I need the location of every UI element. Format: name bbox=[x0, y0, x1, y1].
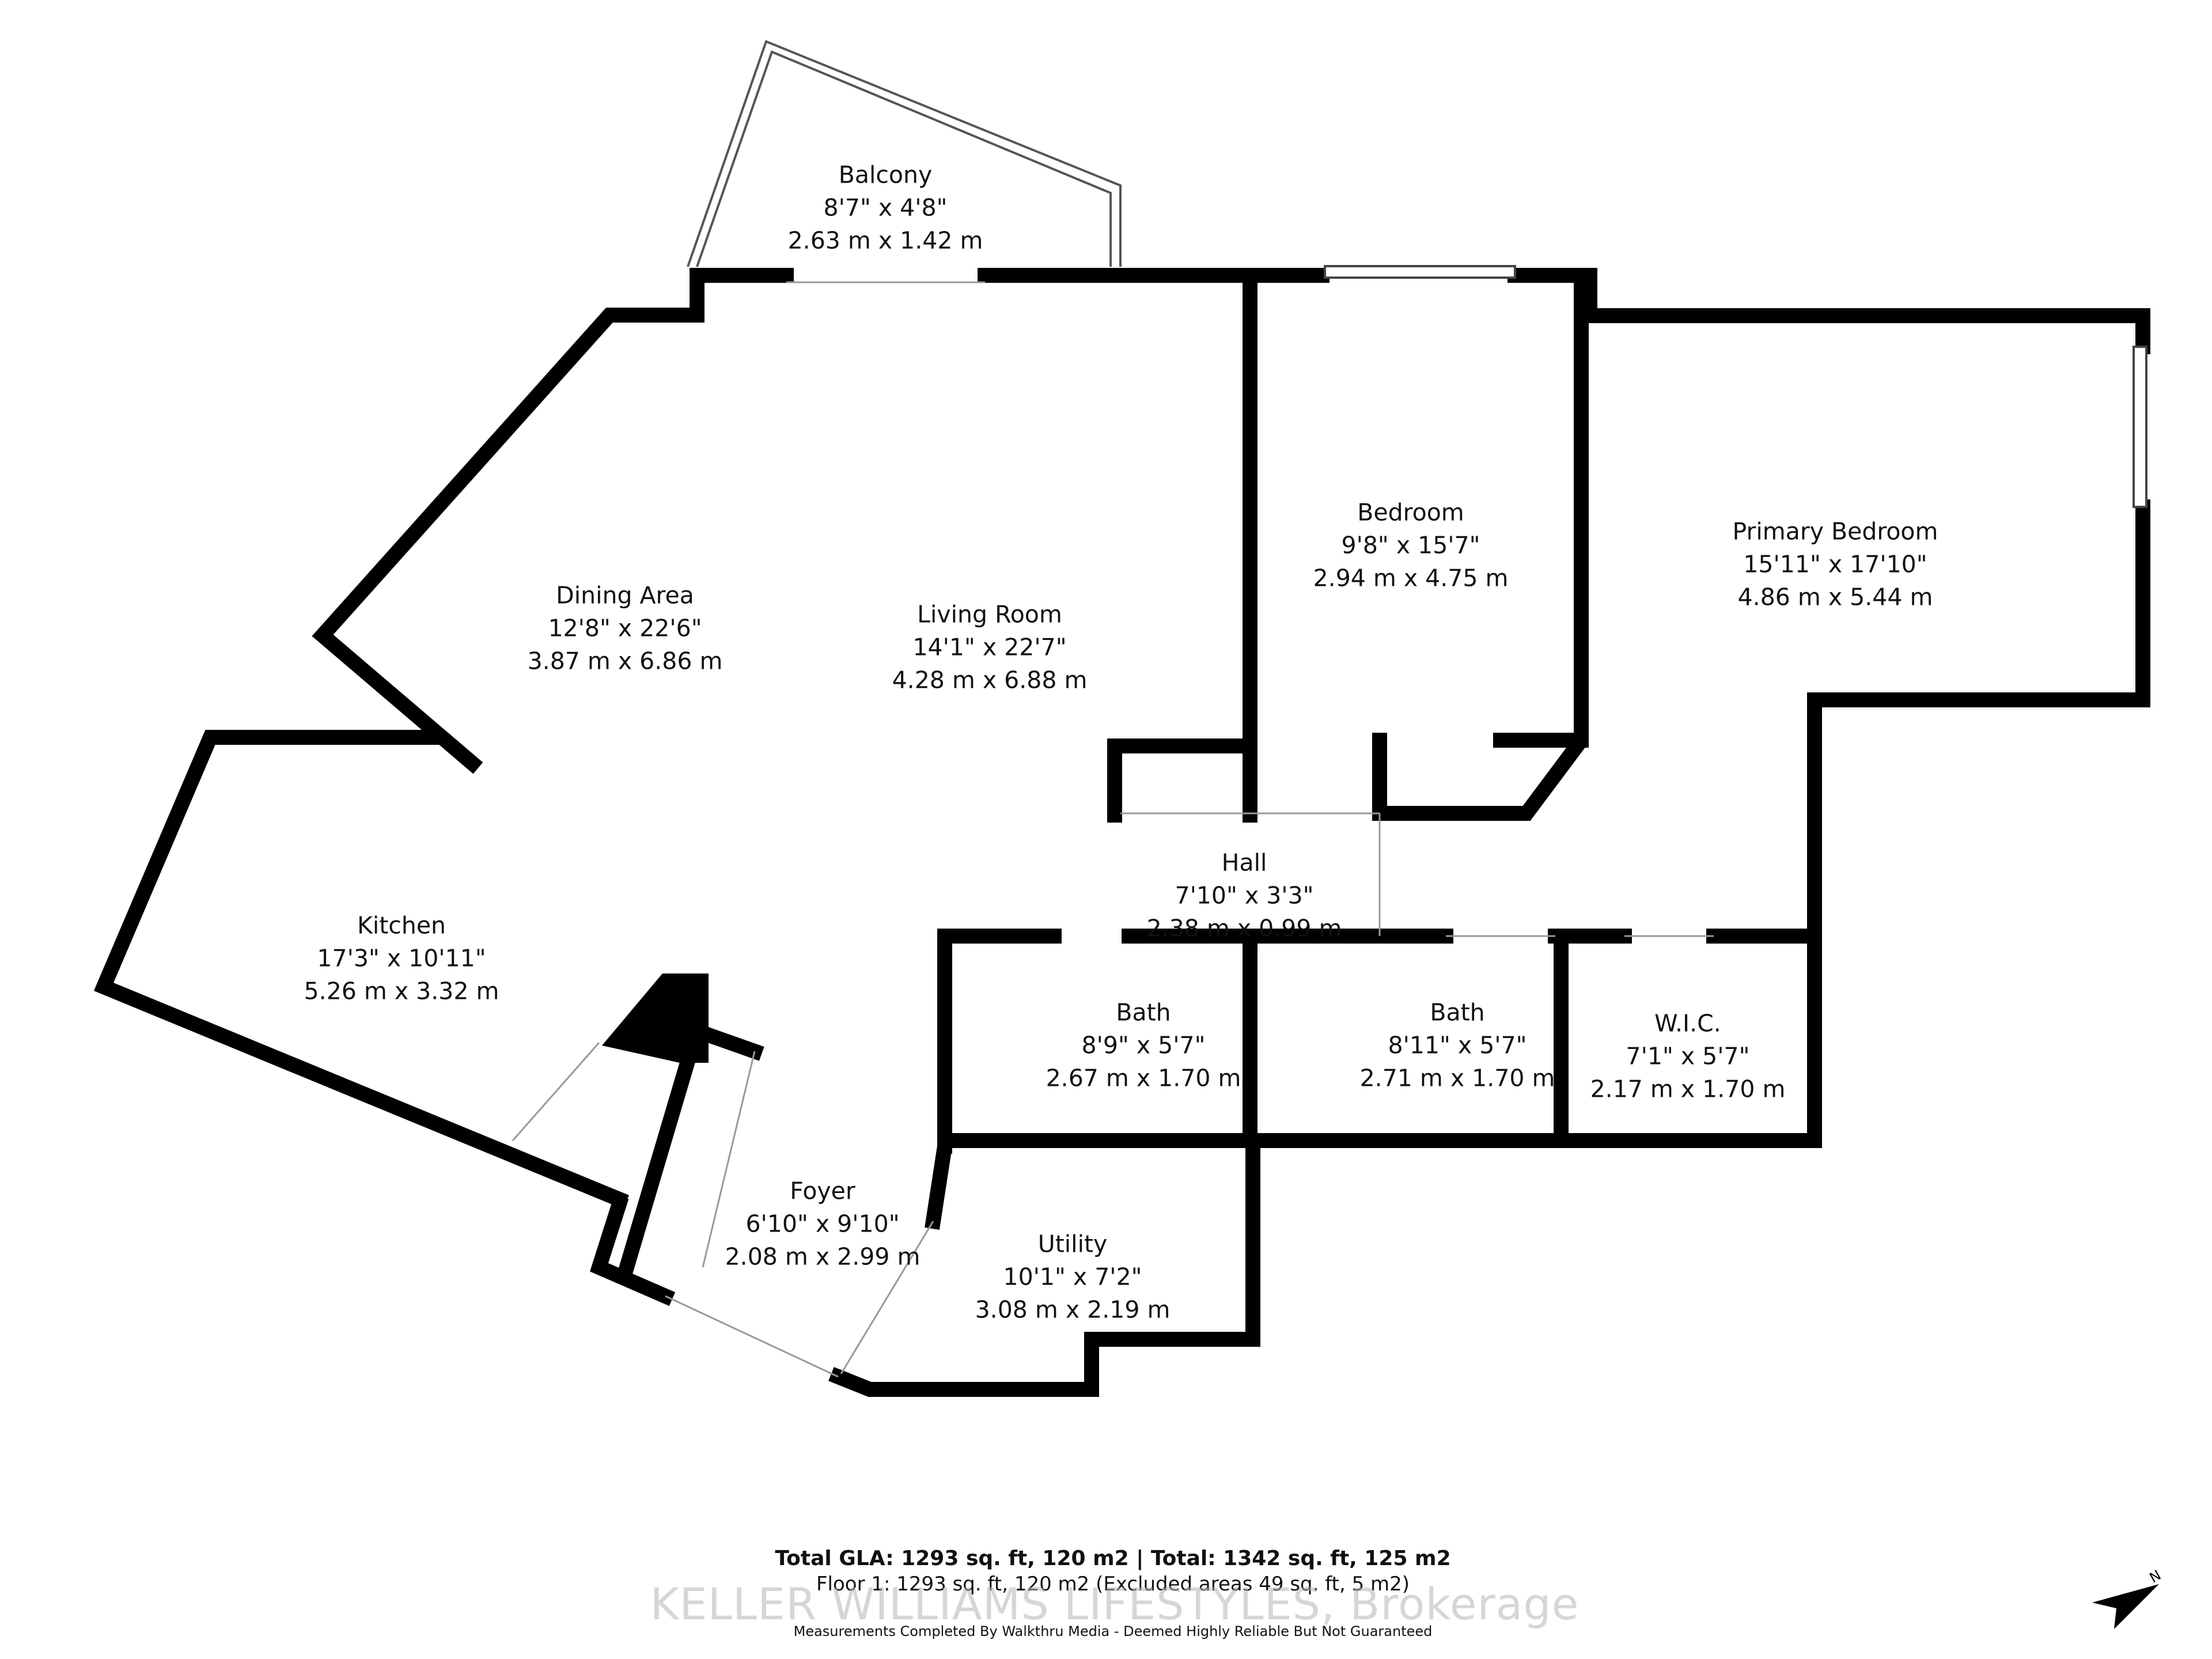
room-size-metric: 3.08 m x 2.19 m bbox=[975, 1296, 1171, 1324]
north-arrow-icon: N bbox=[2092, 1567, 2164, 1629]
room-name: Kitchen bbox=[357, 911, 446, 940]
room-size-imperial: 7'10" x 3'3" bbox=[1175, 881, 1314, 910]
windows-and-openings bbox=[512, 265, 2147, 1378]
room-size-metric: 4.86 m x 5.44 m bbox=[1737, 583, 1933, 611]
balcony-railing bbox=[687, 40, 1122, 267]
room-size-metric: 2.63 m x 1.42 m bbox=[787, 226, 983, 255]
room-size-imperial: 8'7" x 4'8" bbox=[823, 194, 948, 222]
room-label-living-room: Living Room 14'1" x 22'7" 4.28 m x 6.88 … bbox=[892, 599, 1088, 697]
room-size-imperial: 6'10" x 9'10" bbox=[745, 1210, 900, 1238]
room-size-imperial: 17'3" x 10'11" bbox=[317, 944, 486, 972]
room-label-hall: Hall 7'10" x 3'3" 2.38 m x 0.99 m bbox=[1147, 847, 1342, 945]
room-size-metric: 2.38 m x 0.99 m bbox=[1146, 914, 1342, 942]
total-area-summary: Total GLA: 1293 sq. ft, 120 m2 | Total: … bbox=[775, 1547, 1451, 1570]
room-name: Foyer bbox=[790, 1177, 855, 1205]
room-label-balcony: Balcony 8'7" x 4'8" 2.63 m x 1.42 m bbox=[788, 159, 983, 257]
room-size-imperial: 10'1" x 7'2" bbox=[1003, 1263, 1142, 1291]
compass-label: N bbox=[2147, 1567, 2164, 1586]
floor-area-summary: Floor 1: 1293 sq. ft, 120 m2 (Excluded a… bbox=[816, 1573, 1410, 1596]
interior-walls bbox=[615, 268, 1822, 1283]
room-label-bedroom: Bedroom 9'8" x 15'7" 2.94 m x 4.75 m bbox=[1313, 497, 1509, 595]
room-name: Balcony bbox=[838, 161, 933, 189]
room-label-primary-bedroom: Primary Bedroom 15'11" x 17'10" 4.86 m x… bbox=[1733, 516, 1938, 614]
room-size-imperial: 14'1" x 22'7" bbox=[912, 633, 1067, 661]
room-label-bath-2: Bath 8'11" x 5'7" 2.71 m x 1.70 m bbox=[1360, 997, 1555, 1095]
room-name: Bath bbox=[1116, 998, 1171, 1027]
room-size-metric: 2.08 m x 2.99 m bbox=[725, 1243, 921, 1271]
room-size-metric: 4.28 m x 6.88 m bbox=[892, 666, 1088, 694]
room-label-bath: Bath 8'9" x 5'7" 2.67 m x 1.70 m bbox=[1046, 997, 1241, 1095]
room-size-imperial: 7'1" x 5'7" bbox=[1626, 1042, 1750, 1070]
room-size-imperial: 8'9" x 5'7" bbox=[1081, 1031, 1206, 1059]
room-label-dining-area: Dining Area 12'8" x 22'6" 3.87 m x 6.86 … bbox=[528, 579, 723, 678]
stair-marker bbox=[602, 974, 709, 1063]
room-size-metric: 2.17 m x 1.70 m bbox=[1590, 1075, 1786, 1103]
room-name: Hall bbox=[1221, 849, 1267, 877]
room-size-metric: 3.87 m x 6.86 m bbox=[527, 647, 723, 675]
room-size-imperial: 8'11" x 5'7" bbox=[1388, 1031, 1527, 1059]
room-size-metric: 2.71 m x 1.70 m bbox=[1359, 1064, 1555, 1092]
room-size-metric: 2.94 m x 4.75 m bbox=[1313, 564, 1509, 592]
room-name: Primary Bedroom bbox=[1732, 517, 1938, 546]
room-label-walk-in-closet: W.I.C. 7'1" x 5'7" 2.17 m x 1.70 m bbox=[1590, 1007, 1786, 1106]
room-size-imperial: 9'8" x 15'7" bbox=[1341, 531, 1480, 559]
room-size-imperial: 15'11" x 17'10" bbox=[1743, 550, 1927, 578]
room-name: W.I.C. bbox=[1654, 1009, 1721, 1037]
room-name: Bath bbox=[1430, 998, 1485, 1027]
room-size-metric: 2.67 m x 1.70 m bbox=[1046, 1064, 1241, 1092]
room-label-kitchen: Kitchen 17'3" x 10'11" 5.26 m x 3.32 m bbox=[304, 910, 499, 1008]
brokerage-watermark: KELLER WILLIAMS LIFESTYLES, Brokerage bbox=[650, 1578, 1580, 1630]
room-name: Living Room bbox=[917, 600, 1062, 628]
room-size-metric: 5.26 m x 3.32 m bbox=[304, 977, 499, 1005]
room-name: Dining Area bbox=[556, 581, 694, 609]
room-name: Utility bbox=[1037, 1230, 1108, 1258]
room-size-imperial: 12'8" x 22'6" bbox=[548, 614, 702, 642]
room-label-utility: Utility 10'1" x 7'2" 3.08 m x 2.19 m bbox=[975, 1228, 1171, 1327]
room-label-foyer: Foyer 6'10" x 9'10" 2.08 m x 2.99 m bbox=[725, 1175, 921, 1274]
measurement-disclaimer: Measurements Completed By Walkthru Media… bbox=[793, 1623, 1433, 1639]
room-name: Bedroom bbox=[1357, 498, 1464, 527]
exterior-walls bbox=[93, 268, 2150, 1397]
